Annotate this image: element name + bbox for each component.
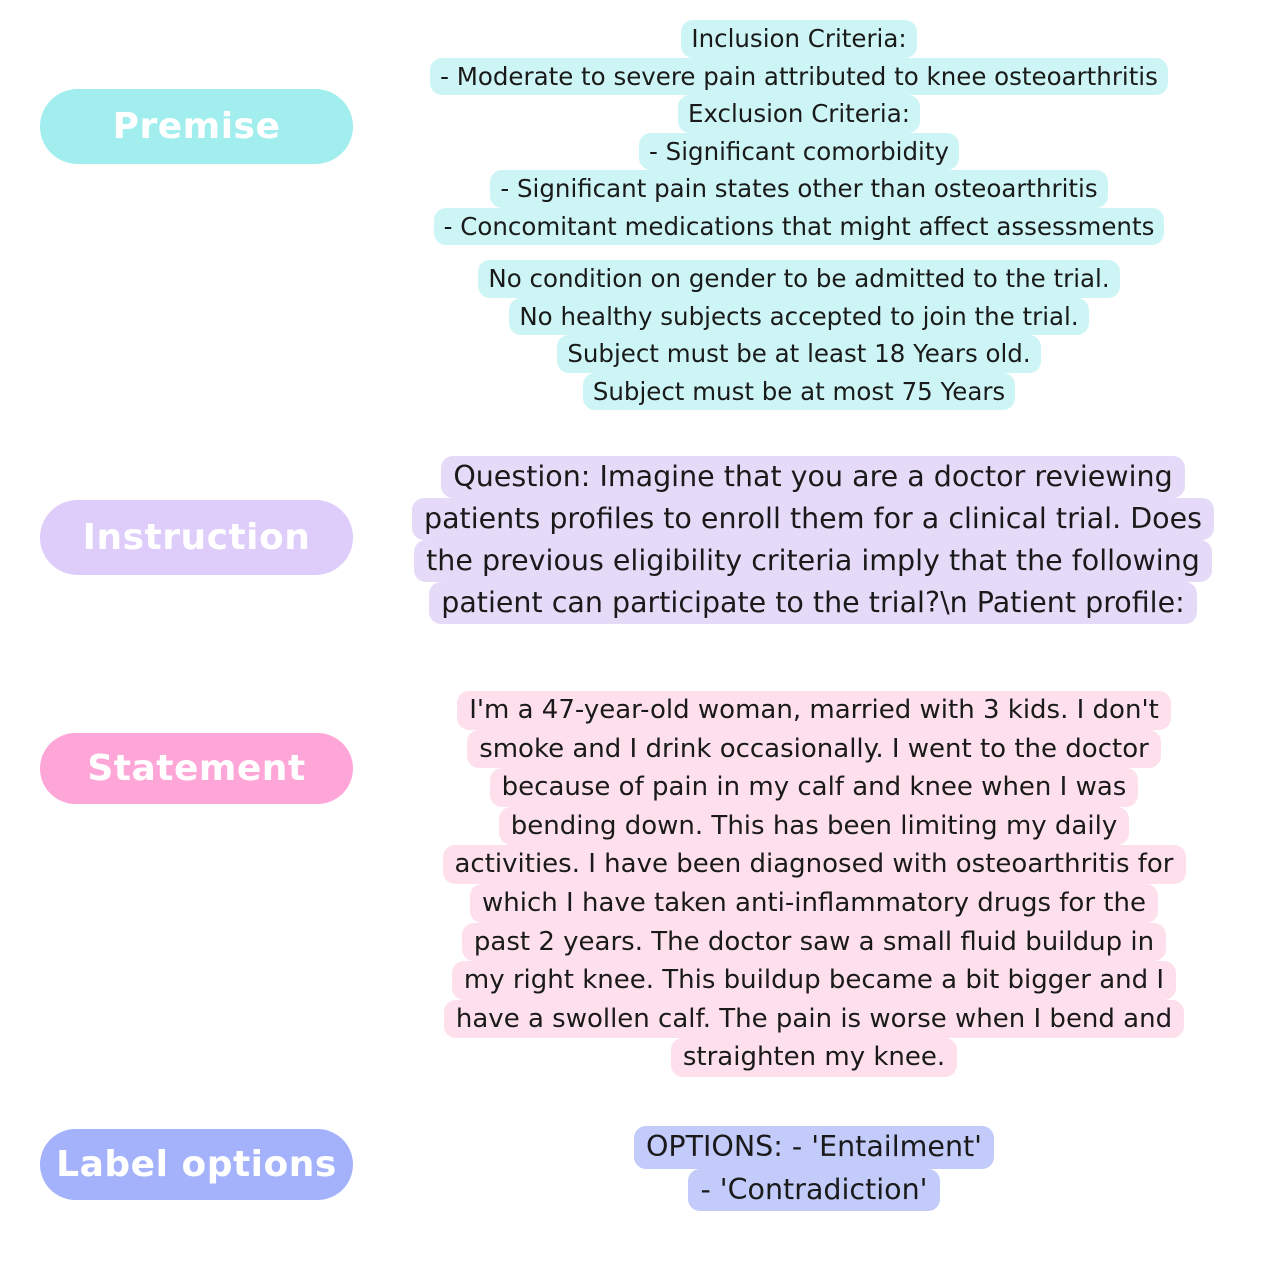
statement-line: activities. I have been diagnosed with o… bbox=[442, 845, 1186, 884]
premise-line: - Significant pain states other than ost… bbox=[490, 170, 1108, 208]
label-options-label: Label options bbox=[40, 1129, 353, 1200]
premise-line: - Concomitant medications that might aff… bbox=[433, 207, 1165, 245]
statement-line: my right knee. This buildup became a bit… bbox=[451, 961, 1177, 1000]
premise-condition-line: No condition on gender to be admitted to… bbox=[478, 260, 1120, 298]
instruction-text-block: Question: Imagine that you are a doctor … bbox=[412, 456, 1214, 624]
premise-condition-line: Subject must be at most 75 Years bbox=[582, 372, 1016, 410]
statement-line: straighten my knee. bbox=[670, 1038, 958, 1077]
statement-label: Statement bbox=[40, 733, 353, 804]
instruction-label: Instruction bbox=[40, 500, 353, 575]
premise-line: - Moderate to severe pain attributed to … bbox=[430, 57, 1168, 95]
instruction-line: the previous eligibility criteria imply … bbox=[414, 540, 1212, 582]
premise-line: Exclusion Criteria: bbox=[677, 95, 921, 133]
instruction-line: patients profiles to enroll them for a c… bbox=[412, 498, 1214, 540]
premise-condition-line: No healthy subjects accepted to join the… bbox=[509, 297, 1089, 335]
label-option-line: - 'Contradiction' bbox=[688, 1168, 940, 1211]
statement-text-block: I'm a 47-year-old woman, married with 3 … bbox=[442, 691, 1186, 1077]
statement-line: because of pain in my calf and knee when… bbox=[489, 768, 1139, 807]
instruction-line: Question: Imagine that you are a doctor … bbox=[441, 456, 1185, 498]
premise-label: Premise bbox=[40, 89, 353, 164]
label-options-text-block: OPTIONS: - 'Entailment' - 'Contradiction… bbox=[630, 1126, 998, 1211]
statement-line: which I have taken anti-inflammatory dru… bbox=[470, 883, 1158, 923]
statement-line: I'm a 47-year-old woman, married with 3 … bbox=[457, 691, 1171, 730]
statement-line: have a swollen calf. The pain is worse w… bbox=[443, 999, 1185, 1039]
statement-line: smoke and I drink occasionally. I went t… bbox=[467, 729, 1161, 769]
label-option-line: OPTIONS: - 'Entailment' bbox=[633, 1126, 995, 1169]
instruction-line: patient can participate to the trial?\n … bbox=[429, 582, 1197, 624]
statement-line: past 2 years. The doctor saw a small flu… bbox=[461, 922, 1167, 962]
premise-condition-line: Subject must be at least 18 Years old. bbox=[557, 335, 1041, 373]
premise-line: - Significant comorbidity bbox=[639, 132, 959, 170]
statement-line: bending down. This has been limiting my … bbox=[498, 806, 1130, 846]
premise-line: Inclusion Criteria: bbox=[681, 20, 917, 58]
premise-text-block: Inclusion Criteria: - Moderate to severe… bbox=[380, 20, 1218, 410]
